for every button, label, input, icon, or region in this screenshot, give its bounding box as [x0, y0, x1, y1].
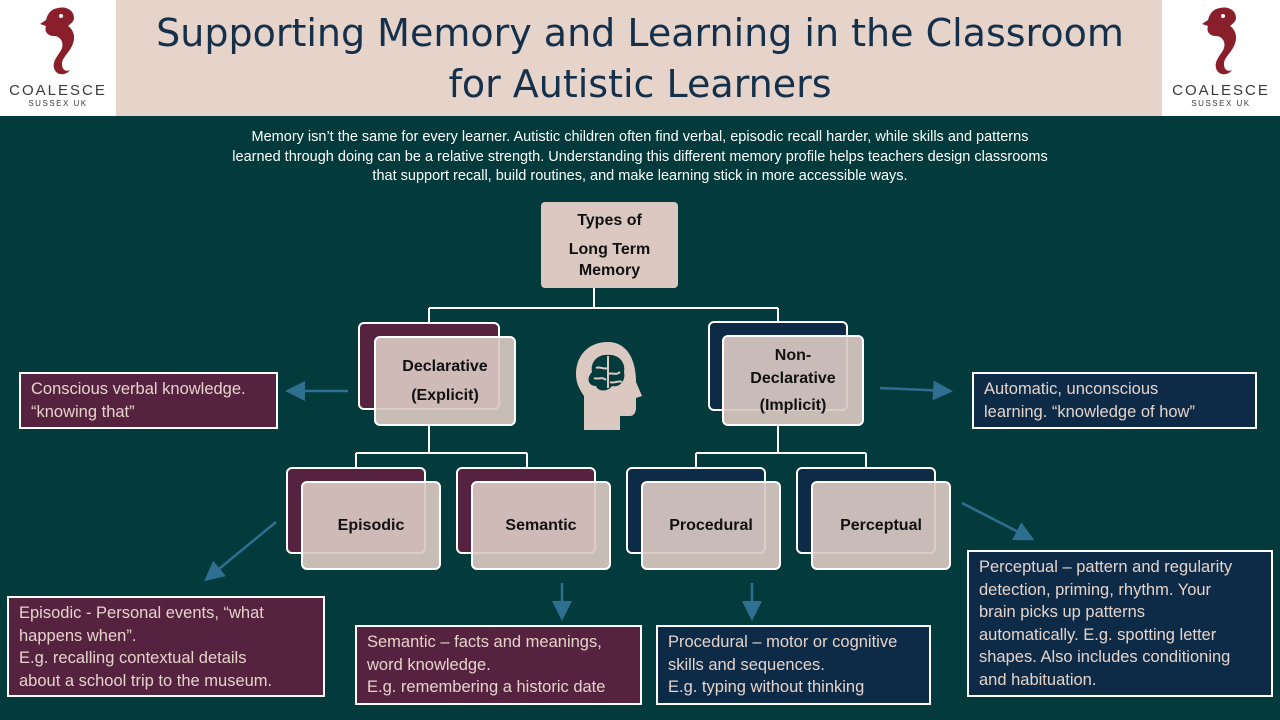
perceptual-node: Perceptual	[811, 481, 951, 570]
intro-line-2: learned through doing can be a relative …	[232, 148, 1048, 165]
procedural-label: Procedural	[669, 517, 753, 534]
logo-subtitle: SUSSEX UK	[28, 99, 88, 108]
note-semantic-line-3: E.g. remembering a historic date	[367, 678, 606, 696]
note-episodic-line-4: about a school trip to the museum.	[19, 671, 273, 690]
note-semantic-line-2: word knowledge.	[367, 655, 491, 674]
semantic-node: Semantic	[471, 481, 611, 570]
intro-line-1: Memory isn’t the same for every learner.…	[251, 129, 1029, 145]
intro-line-3: that support recall, build routines, and…	[372, 168, 908, 184]
note-non-declarative-line-2: learning. “knowledge of how”	[984, 402, 1195, 421]
note-declarative-line-1: Conscious verbal knowledge.	[31, 380, 246, 398]
note-perceptual: Perceptual – pattern and regularity dete…	[967, 550, 1273, 697]
title-line-2: for Autistic Learners	[448, 62, 832, 106]
note-procedural: Procedural – motor or cognitive skills a…	[656, 625, 931, 705]
note-perceptual-line-1: Perceptual – pattern and regularity	[979, 558, 1233, 576]
note-semantic-line-1: Semantic – facts and meanings,	[367, 633, 602, 651]
non-declarative-line-2: Declarative	[750, 370, 836, 387]
note-perceptual-line-2: detection, priming, rhythm. Your	[979, 580, 1212, 599]
note-perceptual-line-4: automatically. E.g. spotting letter	[979, 625, 1217, 644]
note-episodic: Episodic - Personal events, “what happen…	[7, 596, 325, 697]
declarative-node: Declarative (Explicit)	[374, 336, 516, 426]
logo-right: COALESCE SUSSEX UK	[1162, 0, 1280, 116]
page-title: Supporting Memory and Learning in the Cl…	[130, 8, 1150, 110]
note-perceptual-line-3: brain picks up patterns	[979, 603, 1146, 621]
note-non-declarative-line-1: Automatic, unconscious	[984, 380, 1159, 398]
seahorse-icon	[1202, 7, 1237, 75]
root-line-3: Memory	[578, 261, 641, 279]
note-declarative-line-2: “knowing that”	[31, 402, 135, 421]
arrow-episodic-note	[204, 521, 277, 582]
logo-left: COALESCE SUSSEX UK	[0, 0, 116, 116]
intro-paragraph: Memory isn’t the same for every learner.…	[190, 128, 1090, 187]
note-perceptual-line-6: and habituation.	[979, 670, 1097, 689]
note-episodic-line-1: Episodic - Personal events, “what	[19, 604, 264, 622]
seahorse-icon	[40, 7, 75, 75]
arrow-perceptual-note	[961, 501, 1035, 541]
declarative-line-2: (Explicit)	[411, 387, 479, 404]
episodic-node: Episodic	[301, 481, 441, 570]
note-semantic: Semantic – facts and meanings, word know…	[355, 625, 642, 705]
episodic-label: Episodic	[337, 517, 405, 534]
note-episodic-line-3: E.g. recalling contextual details	[19, 649, 247, 667]
note-procedural-line-2: skills and sequences.	[668, 655, 825, 674]
brain-head-icon	[576, 342, 642, 430]
note-episodic-line-2: happens when”.	[19, 626, 137, 645]
logo-subtitle: SUSSEX UK	[1191, 99, 1251, 108]
logo-name: COALESCE	[1172, 82, 1270, 99]
root-line-1: Types of	[577, 211, 642, 229]
note-declarative: Conscious verbal knowledge. “knowing tha…	[19, 372, 278, 429]
title-line-1: Supporting Memory and Learning in the Cl…	[156, 11, 1124, 55]
declarative-line-1: Declarative	[402, 358, 488, 375]
root-node-long-term-memory: Types of Long Term Memory	[541, 202, 678, 288]
arrow-non-declarative-note	[879, 380, 953, 401]
non-declarative-line-1: Non-	[774, 347, 812, 364]
note-perceptual-line-5: shapes. Also includes conditioning	[979, 648, 1231, 666]
non-declarative-node: Non- Declarative (Implicit)	[722, 335, 864, 426]
procedural-node: Procedural	[641, 481, 781, 570]
root-line-2: Long Term	[568, 240, 651, 258]
perceptual-label: Perceptual	[840, 517, 922, 534]
note-procedural-line-1: Procedural – motor or cognitive	[668, 633, 898, 651]
note-non-declarative: Automatic, unconscious learning. “knowle…	[972, 372, 1257, 429]
logo-name: COALESCE	[9, 82, 107, 99]
non-declarative-line-3: (Implicit)	[759, 397, 827, 414]
semantic-label: Semantic	[505, 517, 577, 534]
header-banner	[0, 0, 1280, 116]
note-procedural-line-3: E.g. typing without thinking	[668, 678, 865, 696]
